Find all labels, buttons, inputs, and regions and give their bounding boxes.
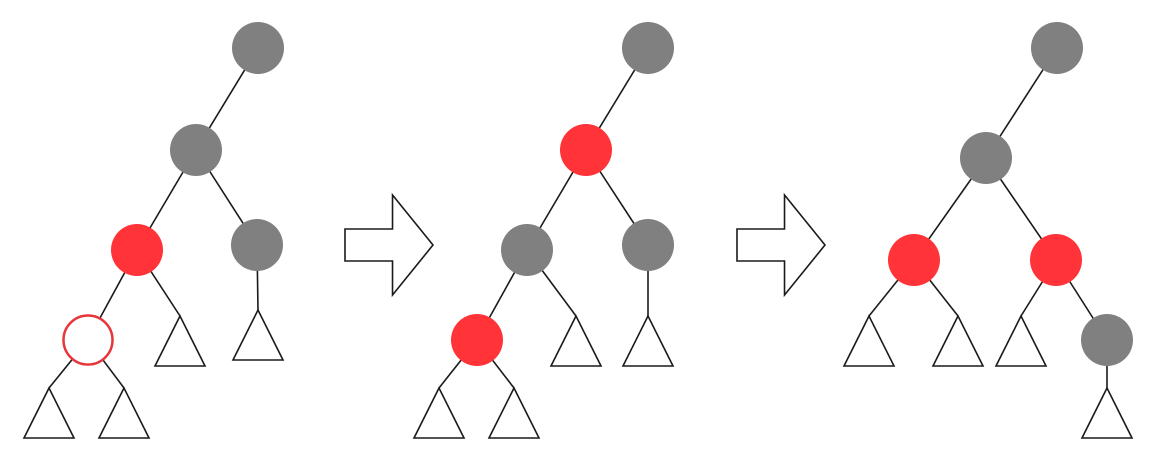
transition-arrows [344,192,827,298]
recolor-node-grandparent [560,124,612,176]
rotated-node-great-grandparent [1031,22,1083,74]
before-node-inserted [62,314,114,366]
step-1-arrow [344,192,435,298]
subtree-triangles [22,308,1134,439]
rotated-node-root [960,132,1012,184]
rotated-node-right [1030,234,1082,286]
before-node-great-grandparent [232,22,284,74]
before-node-uncle [231,219,283,271]
recolor-node-inserted [451,314,503,366]
recolor-node-uncle [622,219,674,271]
rotated-subtree-triangle-1 [842,314,896,367]
recolor-node-great-grandparent [622,22,674,74]
before-subtree-triangle-1 [22,386,76,439]
recolor-subtree-triangle-2 [487,386,541,439]
recolor-node-parent [501,224,553,276]
rotated-subtree-triangle-4 [1080,386,1134,439]
step-2-arrow [736,192,827,298]
rotated-node-bottom [1081,314,1133,366]
rotated-subtree-triangle-3 [994,314,1048,367]
recolor-subtree-triangle-4 [621,314,675,367]
rotated-subtree-triangle-2 [931,314,985,367]
before-subtree-triangle-4 [231,308,285,361]
before-node-grandparent [170,124,222,176]
before-subtree-triangle-2 [97,386,151,439]
rotated-node-left [888,234,940,286]
tree-nodes [62,22,1133,366]
recolor-subtree-triangle-1 [412,386,466,439]
before-subtree-triangle-3 [153,314,207,367]
recolor-subtree-triangle-3 [549,314,603,367]
before-node-parent [111,224,163,276]
